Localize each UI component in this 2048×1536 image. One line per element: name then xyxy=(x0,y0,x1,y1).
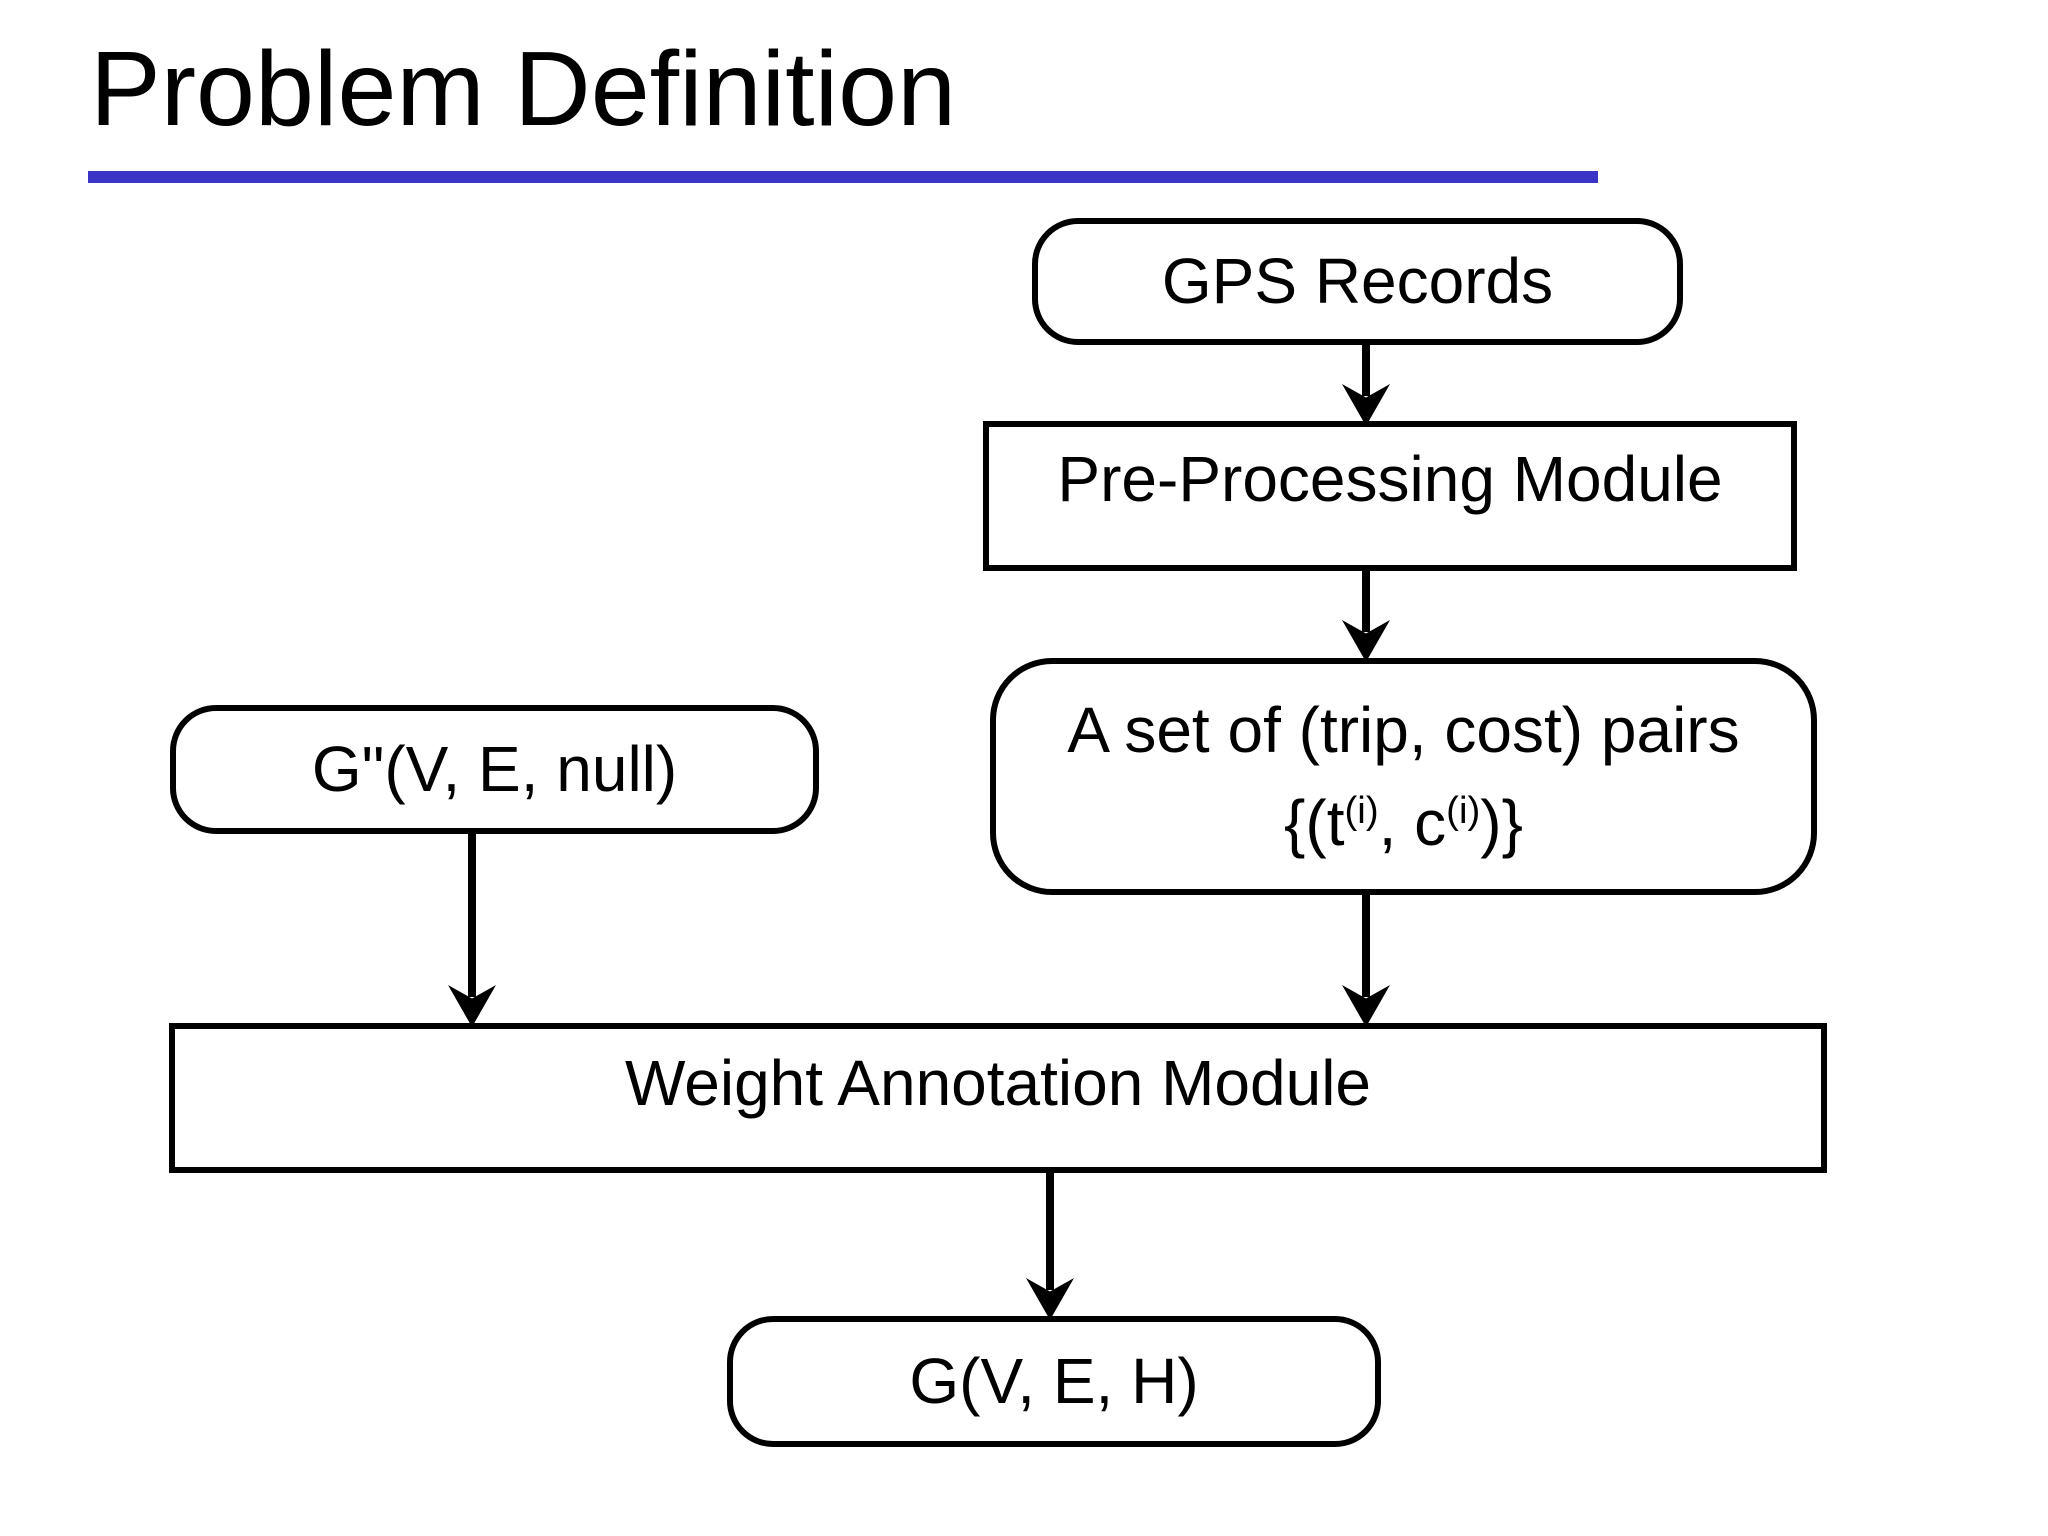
arrow-stem xyxy=(1362,568,1370,632)
node-graph-null-label: G"(V, E, null) xyxy=(311,732,678,805)
title-underline xyxy=(88,171,1598,183)
node-weight-annotation-module-label: Weight Annotation Module xyxy=(625,1047,1371,1119)
page-title: Problem Definition xyxy=(90,30,957,148)
node-graph-null: G"(V, E, null) xyxy=(170,705,819,834)
node-preprocessing-module-label: Pre-Processing Module xyxy=(1057,443,1723,515)
node-weight-annotation-module: Weight Annotation Module xyxy=(169,1023,1827,1173)
arrow-stem xyxy=(1046,1171,1054,1290)
pairs-text: {(t xyxy=(1284,786,1345,859)
pairs-text: , c xyxy=(1378,786,1447,859)
arrow-stem xyxy=(1362,344,1370,396)
node-trip-cost-pairs-line2: {(t(i), c(i))} xyxy=(1284,777,1523,870)
node-preprocessing-module: Pre-Processing Module xyxy=(983,421,1797,571)
node-gps-records: GPS Records xyxy=(1032,218,1683,345)
pairs-text: )} xyxy=(1480,786,1523,859)
node-graph-weighted: G(V, E, H) xyxy=(727,1316,1381,1447)
pairs-superscript-i: (i) xyxy=(1446,789,1481,833)
arrow-stem xyxy=(468,831,476,997)
node-gps-records-label: GPS Records xyxy=(1161,244,1554,317)
node-trip-cost-pairs: A set of (trip, cost) pairs {(t(i), c(i)… xyxy=(990,658,1817,895)
arrow-stem xyxy=(1362,892,1370,997)
pairs-superscript-i: (i) xyxy=(1344,789,1379,833)
node-trip-cost-pairs-line1: A set of (trip, cost) pairs xyxy=(1067,693,1740,766)
node-graph-weighted-label: G(V, E, H) xyxy=(909,1344,1199,1417)
